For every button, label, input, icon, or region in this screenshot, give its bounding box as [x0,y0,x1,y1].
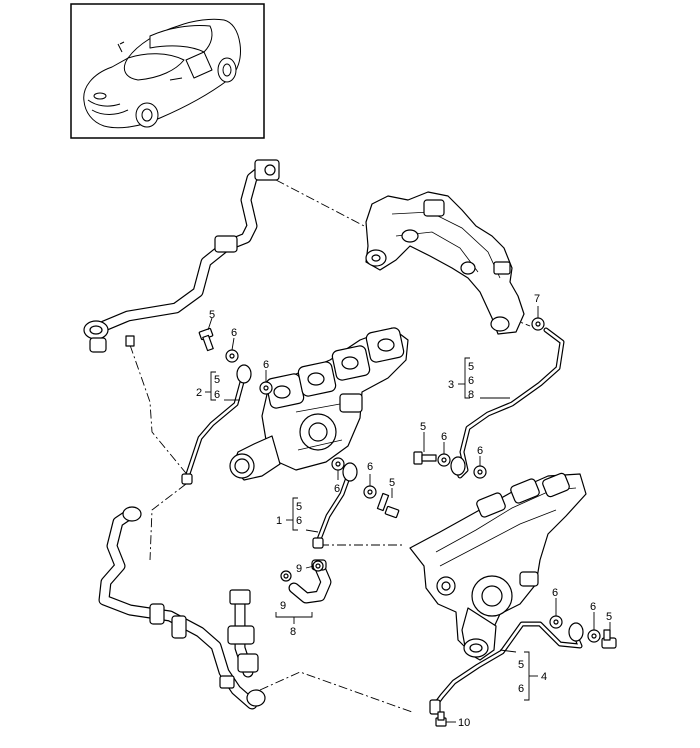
coolant-manifold [365,191,525,335]
callout-6: 6 [263,359,269,371]
callout-5: 5 [209,309,215,321]
callout-5: 5 [389,477,395,489]
callout-6: 6 [367,461,373,473]
callout-6: 6 [477,445,483,457]
callout-1-5: 5 [296,501,302,513]
callout-6: 6 [552,587,558,599]
callout-6: 6 [590,601,596,613]
upper-turbocharger [229,327,409,481]
callout-3-8: 8 [468,389,474,401]
callout-3: 3 [448,379,454,391]
callout-9: 9 [296,563,302,575]
callout-3-6: 6 [468,375,474,387]
callout-3-5: 5 [468,361,474,373]
callout-4-5: 5 [518,659,524,671]
callout-6: 6 [441,431,447,443]
callout-6: 6 [231,327,237,339]
callout-2: 2 [196,387,202,399]
bolt [435,711,447,727]
callout-leaders [207,306,611,723]
callout-8: 8 [290,626,296,638]
callout-2-6: 6 [214,389,220,401]
oil-line-3 [450,327,565,479]
lower-turbocharger [409,472,587,661]
dash-dot-leader-lines [129,179,531,713]
callout-4-6: 6 [518,683,524,695]
callout-4: 4 [541,671,547,683]
group-brackets [205,357,538,701]
callout-10: 10 [458,717,470,729]
callout-1-6: 6 [296,515,302,527]
callout-2-5: 5 [214,374,220,386]
oil-line-4 [429,621,584,715]
bolt [413,451,437,465]
oil-line-2 [181,364,252,485]
callout-5: 5 [420,421,426,433]
callout-8-9: 9 [280,600,286,612]
callout-6: 6 [334,483,340,495]
upper-coolant-pipe [83,159,280,353]
oil-line-1 [312,462,358,549]
lower-coolant-hose [98,506,266,710]
callout-5: 5 [606,611,612,623]
bolt [601,629,617,649]
bolt [376,492,400,519]
car-illustration [83,18,241,129]
callout-1: 1 [276,515,282,527]
callout-labels: 2 5 6 5 6 6 3 5 6 8 7 5 6 6 6 6 5 1 5 6 … [196,293,612,729]
bolt [198,327,214,352]
callout-7: 7 [534,293,540,305]
vehicle-thumbnail [70,3,265,139]
